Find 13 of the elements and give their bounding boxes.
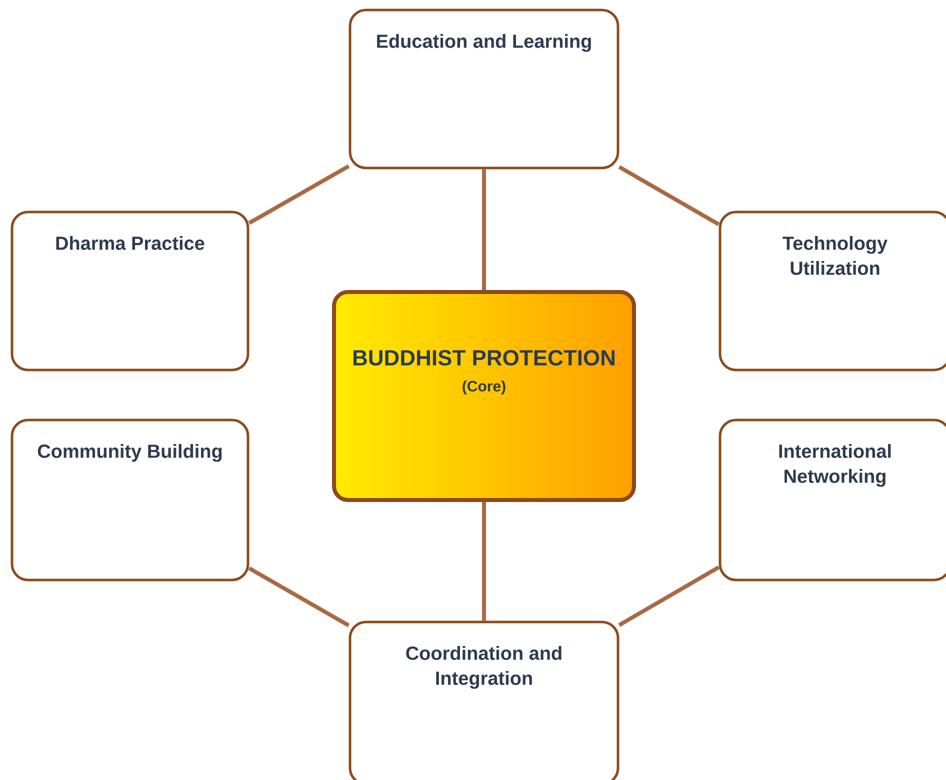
connector-line [618, 566, 720, 627]
topic-box: Education and Learning [348, 8, 620, 170]
connector-line [618, 165, 720, 226]
topic-box: International Networking [718, 418, 946, 582]
connector-line [482, 169, 486, 290]
connector-line [248, 164, 350, 225]
topic-box: Dharma Practice [10, 210, 250, 372]
topic-box: Coordination and Integration [348, 620, 620, 780]
connector-line [248, 566, 350, 628]
topic-box: Technology Utilization [718, 210, 946, 372]
topic-box: Community Building [10, 418, 250, 582]
connector-line [482, 502, 486, 621]
core-box: BUDDHIST PROTECTION (Core) [332, 290, 636, 502]
